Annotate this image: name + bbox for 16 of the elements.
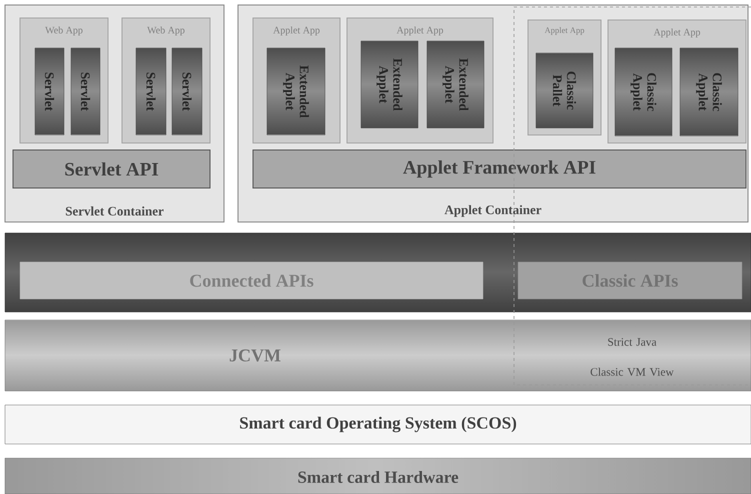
component-box: Servlet (136, 48, 166, 136)
component-box: Servlet (70, 48, 100, 136)
component-box: Extended Applet (266, 48, 326, 136)
component-box: Extended Applet (360, 40, 418, 128)
api-box: Servlet API (12, 150, 210, 188)
component-box: Classic Applet (680, 48, 738, 136)
vm-view-label: Strict Java Classic VM View (590, 338, 674, 376)
component-box: Classic Applet (614, 48, 672, 136)
component-box: Extended Applet (426, 40, 484, 128)
os-layer-band: Smart card Operating System (SCOS) (4, 404, 751, 444)
api-box: Applet Framework API (252, 150, 746, 188)
component-box: Servlet (172, 48, 202, 136)
hardware-layer-band: Smart card Hardware (4, 458, 751, 494)
component-box: Servlet (34, 48, 64, 136)
api-box: Connected APIs (20, 262, 484, 300)
component-box: Classic Pallet (536, 52, 594, 128)
